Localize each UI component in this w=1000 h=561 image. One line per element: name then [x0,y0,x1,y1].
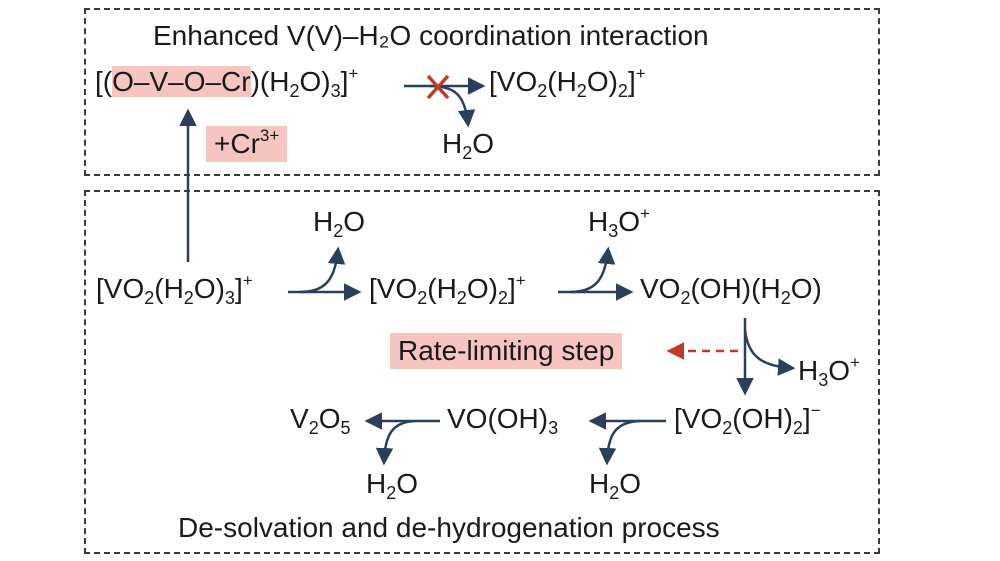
top-product-formula: [VO2(H2O)2]+ [489,64,646,101]
arrow-release-h2o-3 [375,419,416,466]
byproduct-h3o-1: H3O+ [588,204,650,241]
arrow-release-h3o-2 [743,329,796,376]
arrow-release-h3o-1 [569,246,616,294]
bottom-panel-title: De-solvation and de-hydrogenation proces… [178,512,720,543]
rate-limiting-step-label: Rate-limiting step [390,333,623,369]
cross-mark-icon-2 [426,74,450,100]
species-vo2-h2o2: [VO2(H2O)2]+ [369,271,526,308]
top-panel-frame [84,8,880,176]
byproduct-h3o-2: H3O+ [798,353,860,390]
byproduct-h2o-3: H2O [366,468,419,503]
cr-bridge-highlight: O–V–O–Cr [112,66,251,97]
top-water-byproduct: H2O [442,128,495,163]
byproduct-h2o-2: H2O [589,468,642,503]
cr-complex-formula: [(O–V–O–Cr)(H2O)3]+ [95,64,359,101]
arrow-release-h2o-2 [598,419,641,466]
species-vo-oh3: VO(OH)3 [447,403,559,438]
top-panel-title: Enhanced V(V)–H₂O coordination interacti… [153,20,709,51]
species-vo2-oh-h2o: VO2(OH)(H2O) [640,273,822,308]
bottom-panel-frame [84,190,880,554]
species-vo2-h2o3: [VO2(H2O)3]+ [96,271,253,308]
cr-additive-label: +Cr3+ [206,126,288,162]
byproduct-h2o-1: H2O [313,206,366,241]
arrow-release-h2o-1 [299,246,346,294]
species-vo2-oh2: [VO2(OH)2]− [674,401,821,438]
species-v2o5: V2O5 [290,403,351,438]
